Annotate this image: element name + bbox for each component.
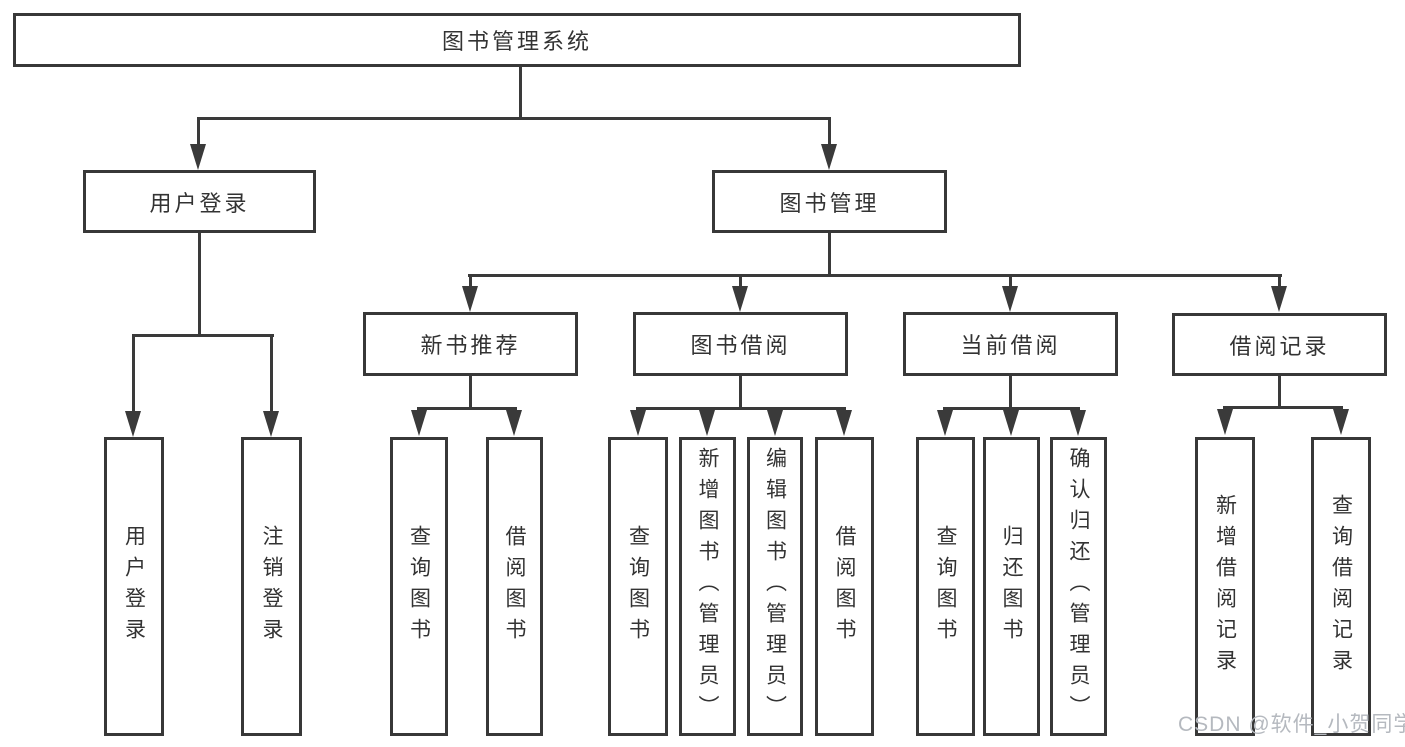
connector-line [417, 407, 517, 410]
connector-line [197, 117, 200, 148]
leaf-logout: 注销登录 [241, 437, 302, 736]
arrowhead-down-icon [1070, 410, 1086, 436]
connector-line [469, 376, 472, 409]
connector-line [469, 274, 472, 290]
connector-line [739, 376, 742, 409]
arrowhead-down-icon [411, 410, 427, 436]
leaf-records-query-record: 查询借阅记录 [1311, 437, 1371, 736]
arrowhead-down-icon [1271, 286, 1287, 312]
arrowhead-down-icon [732, 286, 748, 312]
connector-line [1223, 406, 1343, 409]
arrowhead-down-icon [263, 411, 279, 437]
connector-line [132, 334, 135, 414]
node-book-borrowing: 图书借阅 [633, 312, 848, 376]
connector-line [198, 233, 201, 336]
arrowhead-down-icon [190, 144, 206, 170]
arrowhead-down-icon [699, 410, 715, 436]
node-library-system: 图书管理系统 [13, 13, 1021, 67]
arrowhead-down-icon [1217, 409, 1233, 435]
arrowhead-down-icon [630, 410, 646, 436]
arrowhead-down-icon [1002, 286, 1018, 312]
leaf-current-confirm-return-admin: 确认归还（管理员） [1050, 437, 1107, 736]
arrowhead-down-icon [1333, 409, 1349, 435]
node-borrowing-records: 借阅记录 [1172, 313, 1387, 376]
connector-line [270, 334, 273, 414]
node-user-login: 用户登录 [83, 170, 316, 233]
leaf-current-query-books: 查询图书 [916, 437, 975, 736]
connector-line [197, 117, 831, 120]
leaf-borrow-edit-book-admin: 编辑图书（管理员） [747, 437, 803, 736]
arrowhead-down-icon [125, 411, 141, 437]
leaf-borrow-query-books: 查询图书 [608, 437, 668, 736]
node-book-management: 图书管理 [712, 170, 947, 233]
leaf-records-add-record: 新增借阅记录 [1195, 437, 1255, 736]
connector-line [636, 407, 846, 410]
connector-line [1009, 376, 1012, 409]
leaf-recommend-borrow-books: 借阅图书 [486, 437, 543, 736]
leaf-borrow-borrow-books: 借阅图书 [815, 437, 874, 736]
connector-line [468, 274, 1282, 277]
arrowhead-down-icon [1003, 410, 1019, 436]
connector-line [1009, 274, 1012, 290]
connector-line [943, 407, 1080, 410]
connector-line [519, 67, 522, 118]
watermark: CSDN @软件_小贺同学 [1178, 713, 1405, 736]
arrowhead-down-icon [937, 410, 953, 436]
arrowhead-down-icon [462, 286, 478, 312]
connector-line [132, 334, 274, 337]
leaf-borrow-add-book-admin: 新增图书（管理员） [679, 437, 736, 736]
node-new-book-recommend: 新书推荐 [363, 312, 578, 376]
arrowhead-down-icon [821, 144, 837, 170]
arrowhead-down-icon [836, 410, 852, 436]
leaf-current-return-books: 归还图书 [983, 437, 1040, 736]
connector-line [828, 117, 831, 148]
connector-line [1278, 274, 1281, 290]
leaf-user-login: 用户登录 [104, 437, 164, 736]
arrowhead-down-icon [767, 410, 783, 436]
connector-line [1278, 375, 1281, 408]
connector-line [739, 274, 742, 290]
node-current-borrowing: 当前借阅 [903, 312, 1118, 376]
connector-line [828, 233, 831, 276]
arrowhead-down-icon [506, 410, 522, 436]
leaf-recommend-query-books: 查询图书 [390, 437, 448, 736]
